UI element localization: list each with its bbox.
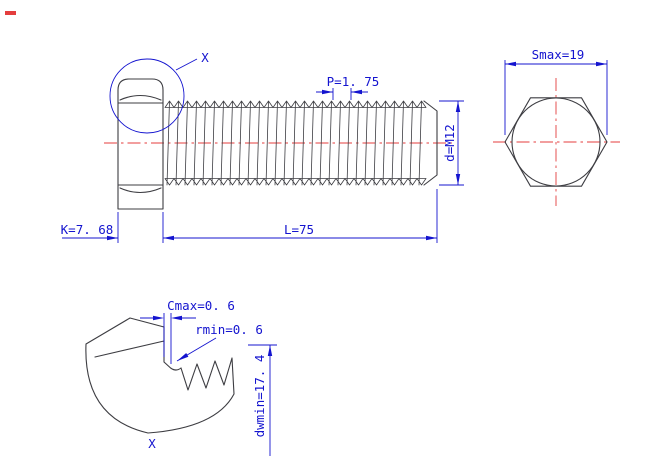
dim-chamfer: Cmax=0. 6 <box>140 298 235 364</box>
arrow-icon <box>171 315 182 321</box>
chamfer-dimension-label: Cmax=0. 6 <box>167 298 235 313</box>
shank-end-chamfer <box>423 100 438 186</box>
end-view: Smax=19 <box>493 47 620 206</box>
hex-head-outline <box>504 97 608 187</box>
arrow-icon <box>596 61 607 67</box>
dim-washer-face-lines <box>248 344 277 456</box>
thread-profile <box>164 100 427 186</box>
length-dimension-label: L=75 <box>284 222 314 237</box>
head-chamfer-circle <box>511 97 601 187</box>
diameter-dimension-label: d=M12 <box>442 124 457 162</box>
dim-width-lines <box>504 60 608 135</box>
dim-chamfer-lines <box>140 313 196 364</box>
dim-diameter-lines <box>439 100 464 186</box>
dim-pitch: P=1. 75 <box>316 74 379 100</box>
dim-washer-face: dwmin=17. 4 <box>248 344 277 456</box>
detail-view-marker-label: X <box>148 436 156 451</box>
detail-leader-line <box>175 58 198 71</box>
arrow-icon <box>163 235 174 241</box>
fillet-dimension-label: rmin=0. 6 <box>195 322 263 337</box>
dim-fillet-radius: rmin=0. 6 <box>176 322 263 362</box>
arrow-icon <box>177 353 189 361</box>
detail-callout: X <box>109 50 209 134</box>
dim-length-lines <box>163 189 438 243</box>
side-view: X P=1. 75 d=M12 K=7. 68 L=75 <box>61 50 464 243</box>
detail-circle <box>109 58 185 134</box>
arrow-icon <box>426 235 437 241</box>
dim-width-across: Smax=19 <box>504 47 608 135</box>
width-dimension-label: Smax=19 <box>532 47 585 62</box>
detail-marker-label: X <box>201 50 209 65</box>
arrow-icon <box>107 235 118 241</box>
bolt-head-side <box>117 78 164 210</box>
dim-head-height: K=7. 68 <box>61 212 164 243</box>
detail-view: Cmax=0. 6 rmin=0. 6 dwmin=17. 4 X <box>85 298 277 456</box>
arrow-icon <box>153 315 164 321</box>
dim-diameter: d=M12 <box>439 100 464 186</box>
arrow-icon <box>351 89 362 95</box>
arrow-icon <box>455 101 461 112</box>
arrow-icon <box>267 345 273 356</box>
arrow-icon <box>455 174 461 185</box>
pitch-dimension-label: P=1. 75 <box>327 74 380 89</box>
corner-mark <box>5 11 16 15</box>
head-height-dimension-label: K=7. 68 <box>61 222 114 237</box>
washer-face-dimension-label: dwmin=17. 4 <box>252 355 267 438</box>
arrow-icon <box>322 89 333 95</box>
dim-pitch-lines <box>316 88 368 100</box>
arrow-icon <box>505 61 516 67</box>
dim-length: L=75 <box>163 189 438 243</box>
